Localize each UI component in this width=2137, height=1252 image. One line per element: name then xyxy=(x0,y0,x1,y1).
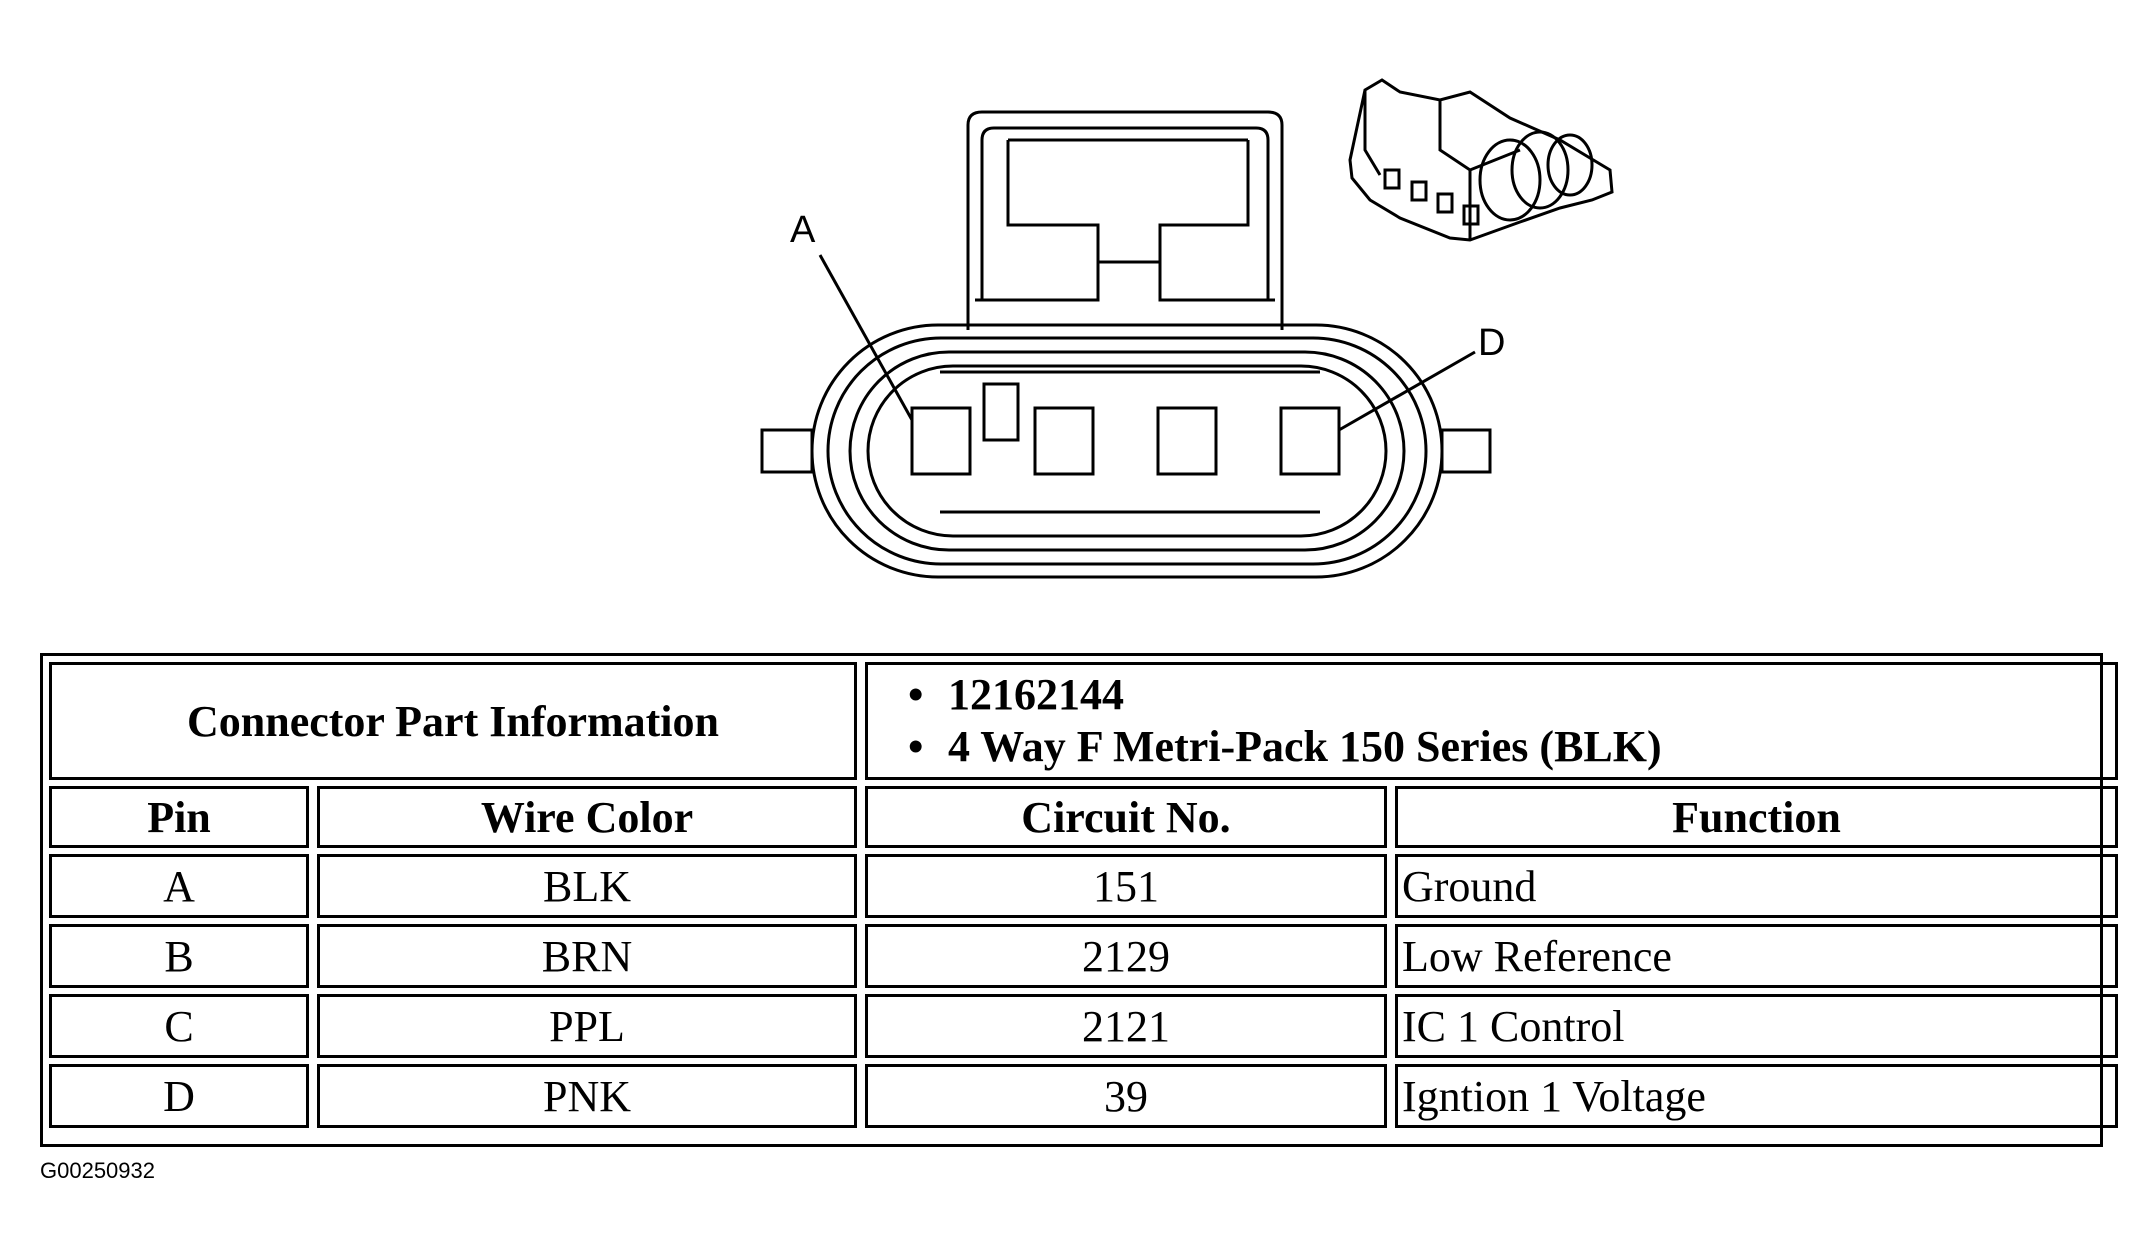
table-row: B BRN 2129 Low Reference xyxy=(49,924,2118,988)
function-cell: Igntion 1 Voltage xyxy=(1395,1064,2118,1128)
part-info-label: Connector Part Information xyxy=(49,662,857,780)
column-header-function: Function xyxy=(1395,786,2118,848)
column-header-row: Pin Wire Color Circuit No. Function xyxy=(49,786,2118,848)
circuit-cell: 39 xyxy=(865,1064,1387,1128)
connector-face-view-icon: A D xyxy=(760,78,1614,579)
circuit-cell: 2129 xyxy=(865,924,1387,988)
column-header-pin: Pin xyxy=(49,786,309,848)
table-row: A BLK 151 Ground xyxy=(49,854,2118,918)
table-row: D PNK 39 Igntion 1 Voltage xyxy=(49,1064,2118,1128)
part-info-item: •4 Way F Metri-Pack 150 Series (BLK) xyxy=(908,722,1662,771)
wire-color-cell: BRN xyxy=(317,924,857,988)
column-header-wire-color: Wire Color xyxy=(317,786,857,848)
pin-cell: C xyxy=(49,994,309,1058)
function-cell: IC 1 Control xyxy=(1395,994,2118,1058)
column-header-circuit: Circuit No. xyxy=(865,786,1387,848)
part-info-value: •12162144 •4 Way F Metri-Pack 150 Series… xyxy=(865,662,2118,780)
pin-callout-a: A xyxy=(790,209,816,251)
connector-diagram: A D xyxy=(760,78,1614,579)
table-row: C PPL 2121 IC 1 Control xyxy=(49,994,2118,1058)
pin-callout-d: D xyxy=(1478,322,1505,364)
connector-info-table: Connector Part Information •12162144 •4 … xyxy=(40,653,2118,1147)
wire-color-cell: PNK xyxy=(317,1064,857,1128)
wire-color-cell: BLK xyxy=(317,854,857,918)
pin-cell: B xyxy=(49,924,309,988)
pinout-table: Connector Part Information •12162144 •4 … xyxy=(41,656,2126,1134)
circuit-cell: 2121 xyxy=(865,994,1387,1058)
pin-cell: A xyxy=(49,854,309,918)
part-info-item: •12162144 xyxy=(908,670,1124,719)
pin-cell: D xyxy=(49,1064,309,1128)
figure-id: G00250932 xyxy=(40,1158,155,1183)
circuit-cell: 151 xyxy=(865,854,1387,918)
function-cell: Low Reference xyxy=(1395,924,2118,988)
function-cell: Ground xyxy=(1395,854,2118,918)
wire-color-cell: PPL xyxy=(317,994,857,1058)
connector-3d-view-icon xyxy=(1348,78,1614,242)
